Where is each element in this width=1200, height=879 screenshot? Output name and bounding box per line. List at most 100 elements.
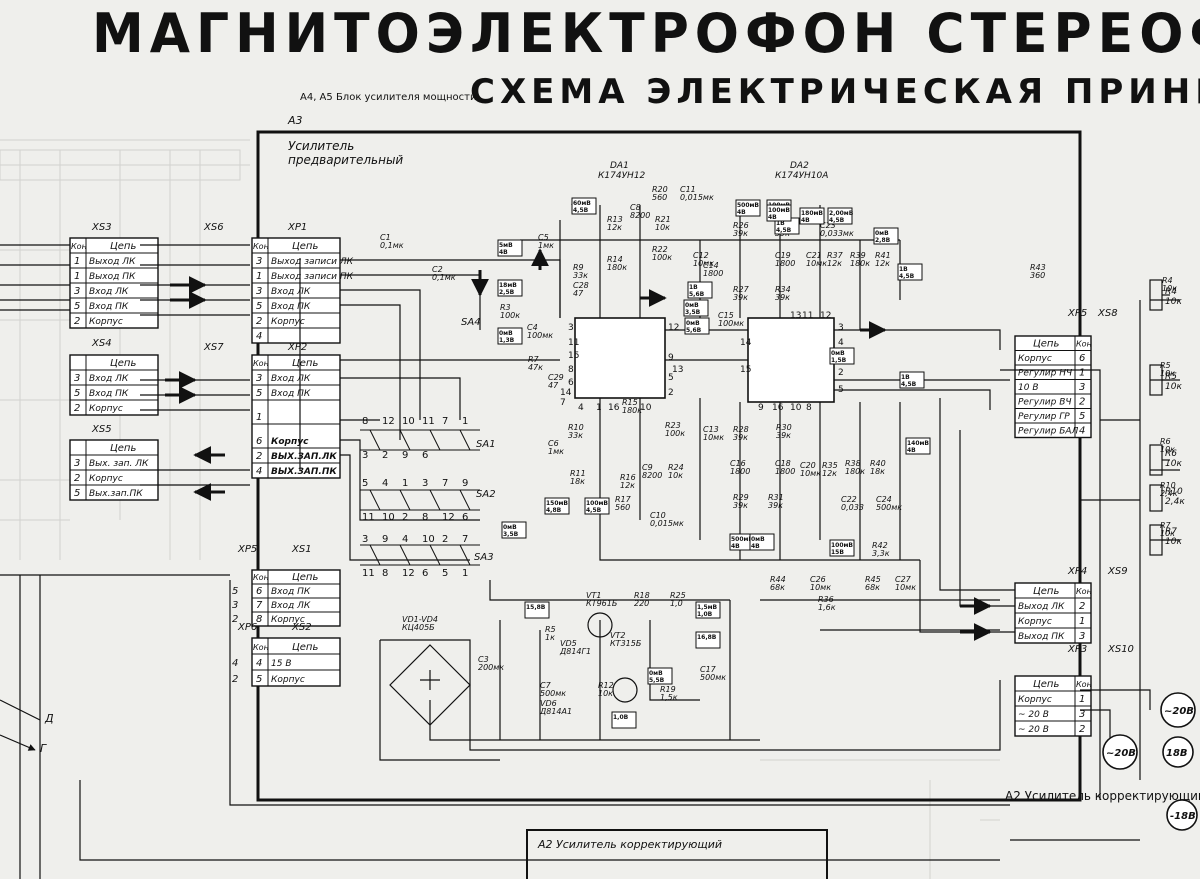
table-signal: Корпус xyxy=(271,437,309,447)
voltage-tag-box xyxy=(497,327,523,345)
voltage-tag-box xyxy=(735,199,761,217)
ic-da2-pin: 13 xyxy=(790,311,801,321)
a2-title: A2 Усилитель корректирующий xyxy=(537,838,722,851)
table-pin: 6 xyxy=(1079,353,1085,364)
component-ref: VD6 xyxy=(540,699,557,708)
connector-left-name: XP5 xyxy=(237,544,257,555)
resistor-r10 xyxy=(1149,484,1163,512)
voltage-tag: 1В4,5В xyxy=(897,263,923,281)
wiring xyxy=(0,205,1180,879)
component-value: 10к xyxy=(598,689,613,698)
page-subtitle: СХЕМА ЭЛЕКТРИЧЕСКАЯ ПРИНЦИП xyxy=(470,72,1200,112)
voltage-tag-bottom: 4В xyxy=(731,543,740,550)
component-value: 10к xyxy=(1162,284,1177,293)
voltage-tag-top: 0мВ xyxy=(686,320,700,327)
table-signal: ВЫХ.ЗАП.ПК xyxy=(271,467,337,477)
component-value: 1мк xyxy=(538,241,554,250)
ic-da1-ref: DA1 xyxy=(610,161,629,171)
voltage-tag-bottom: 4,5В xyxy=(829,217,845,224)
component-ref: C21 xyxy=(806,251,822,260)
component-value: 1800 xyxy=(775,259,795,268)
ic-da1-pin: 1 xyxy=(596,403,602,413)
component-c2: C20,1мк xyxy=(432,265,456,282)
component-value: КЦ405Б xyxy=(402,623,435,632)
table-signal: Вход ПК xyxy=(89,302,129,312)
component-value: КТ315Б xyxy=(610,639,642,648)
switch-pin: 5 xyxy=(362,478,368,489)
table-signal: Вход ПК xyxy=(271,302,311,312)
bubble-circle xyxy=(1166,799,1198,831)
table-signal: Вход ЛК xyxy=(89,374,129,384)
component-ref: R6 xyxy=(1160,437,1171,446)
right-ref: R6 xyxy=(1165,449,1177,459)
voltage-tag-box xyxy=(497,239,523,257)
table-signal: Выход ПК xyxy=(89,272,136,282)
table-header-cep: Цепь xyxy=(110,443,136,454)
component-ref: R16 xyxy=(620,473,636,482)
right-value: 2,4к xyxy=(1165,497,1185,507)
component-value: 100к xyxy=(652,253,672,262)
connector-name: XS10 xyxy=(1107,644,1134,655)
table-signal: Корпус xyxy=(271,675,305,685)
table-pin: 4 xyxy=(256,466,262,477)
component-value: 1,6к xyxy=(818,603,836,612)
component-value: 10к xyxy=(1160,445,1175,454)
voltage-tag-bottom: 5,6В xyxy=(689,291,705,298)
pot-r5 xyxy=(1149,364,1170,396)
voltage-tag-bottom: 4,5В xyxy=(573,207,589,214)
table-pin: 5 xyxy=(256,301,262,312)
voltage-tag-top: 150мВ xyxy=(546,500,568,507)
component-value: 1800 xyxy=(730,467,750,476)
component-value: 39к xyxy=(768,501,783,510)
component-ref: C12 xyxy=(693,251,709,260)
ic-da2-pin: 11 xyxy=(802,311,813,321)
table-pin: 5 xyxy=(1079,411,1085,422)
ic-da1-pin: 2 xyxy=(668,388,674,398)
ic-da2-pin: 8 xyxy=(806,403,812,413)
component-ref: C27 xyxy=(895,575,912,584)
table-pin: 3 xyxy=(256,256,262,267)
component-value: 39к xyxy=(733,229,748,238)
component-value: 1,5к xyxy=(660,693,678,702)
switch-pin: 2 xyxy=(402,512,408,523)
component-value: 10мк xyxy=(895,583,916,592)
component-value: 47 xyxy=(573,289,584,298)
ic-da1-pin: 15 xyxy=(568,351,579,361)
table-pin: 5 xyxy=(256,674,262,685)
component-value: 10мк xyxy=(810,583,831,592)
table-pin: 3 xyxy=(1079,709,1085,720)
component-ref: R37 xyxy=(827,251,844,260)
table-pin: 6 xyxy=(256,436,262,447)
switch-pin: 7 xyxy=(442,478,448,489)
component-value: 10мк xyxy=(693,259,714,268)
bubble-label: -18В xyxy=(1170,811,1196,822)
component-ref: C17 xyxy=(700,665,717,674)
component-value: 100к xyxy=(500,311,520,320)
table-frame xyxy=(251,237,341,344)
table-signal: Вход ЛК xyxy=(271,374,311,384)
component-ref: R21 xyxy=(655,215,671,224)
ic-da1-pin: 5 xyxy=(668,373,674,383)
ic-da2-pin: 15 xyxy=(740,365,751,375)
voltage-tag-top: 0мВ xyxy=(685,302,699,309)
